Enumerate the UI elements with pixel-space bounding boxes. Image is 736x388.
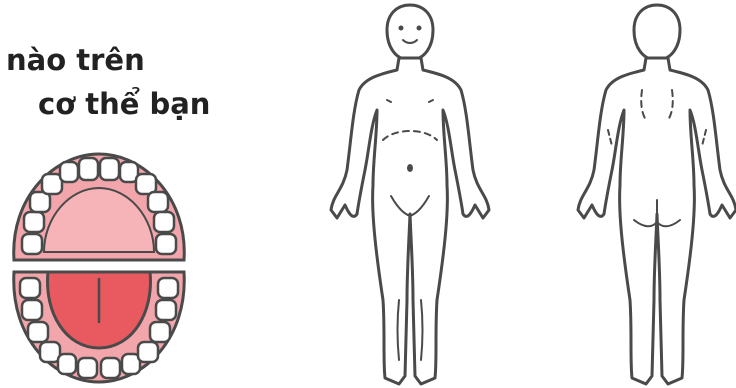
open-mouth-teeth-icon [4,148,194,388]
human-body-front-icon [325,0,495,388]
title-line-1: nào trên [6,38,210,82]
page-title: nào trên cơ thể bạn [6,38,210,126]
human-body-back-icon [572,0,736,388]
title-line-2: cơ thể bạn [6,82,210,126]
